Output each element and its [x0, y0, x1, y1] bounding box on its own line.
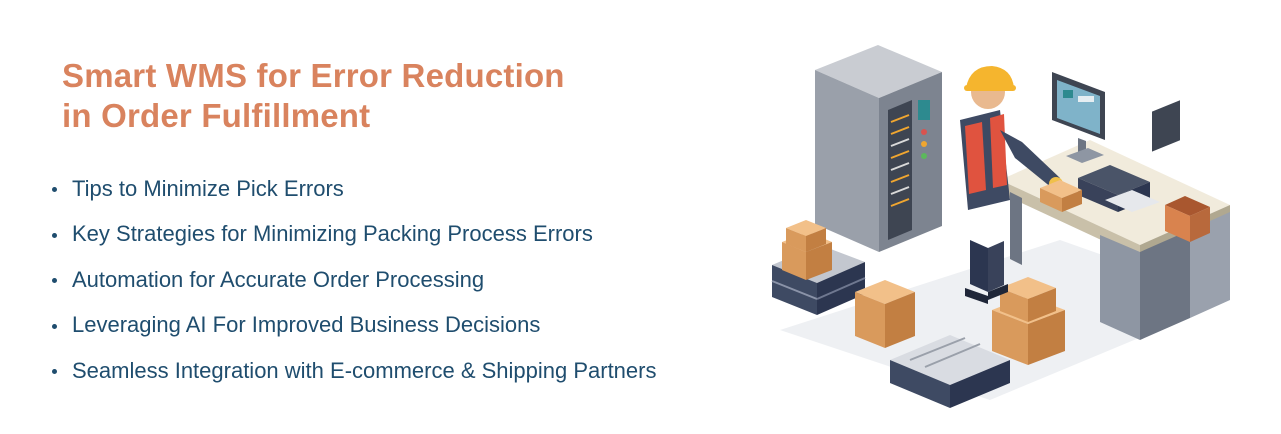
label-printer-icon	[1078, 165, 1160, 212]
bullet-dot-icon	[52, 323, 57, 329]
bullet-dot-icon	[52, 187, 57, 193]
bullet-item: Seamless Integration with E-commerce & S…	[52, 348, 656, 394]
cardboard-box-icon	[1165, 196, 1210, 242]
bullet-dot-icon	[52, 369, 57, 375]
bullet-item: Leveraging AI For Improved Business Deci…	[52, 303, 656, 349]
monitor-icon	[1052, 72, 1105, 163]
bullet-item: Tips to Minimize Pick Errors	[52, 166, 656, 212]
server-rack-icon	[815, 45, 942, 252]
front-pallet-icon	[890, 335, 1010, 408]
headline: Smart WMS for Error Reduction in Order F…	[62, 56, 565, 136]
bullet-dot-icon	[52, 232, 57, 238]
bullet-text: Tips to Minimize Pick Errors	[72, 175, 344, 201]
bullet-item: Key Strategies for Minimizing Packing Pr…	[52, 212, 656, 258]
cardboard-box-icon	[855, 280, 915, 348]
headline-line-1: Smart WMS for Error Reduction	[62, 57, 565, 94]
cardboard-box-icon	[782, 220, 832, 280]
bullet-list: Tips to Minimize Pick Errors Key Strateg…	[52, 166, 656, 394]
bullet-text: Automation for Accurate Order Processing	[72, 266, 485, 292]
bullet-text: Key Strategies for Minimizing Packing Pr…	[72, 221, 593, 247]
bullet-text: Leveraging AI For Improved Business Deci…	[72, 312, 541, 338]
warehouse-worker-packing-illustration	[771, 45, 1230, 408]
bullet-item: Automation for Accurate Order Processing	[52, 257, 656, 303]
bullet-text: Seamless Integration with E-commerce & S…	[72, 357, 657, 383]
headline-line-2: in Order Fulfillment	[62, 97, 371, 134]
cardboard-box-icon	[992, 277, 1065, 365]
warehouse-worker-icon	[960, 66, 1063, 304]
cardboard-box-icon	[1040, 180, 1082, 212]
bullet-dot-icon	[52, 278, 57, 284]
